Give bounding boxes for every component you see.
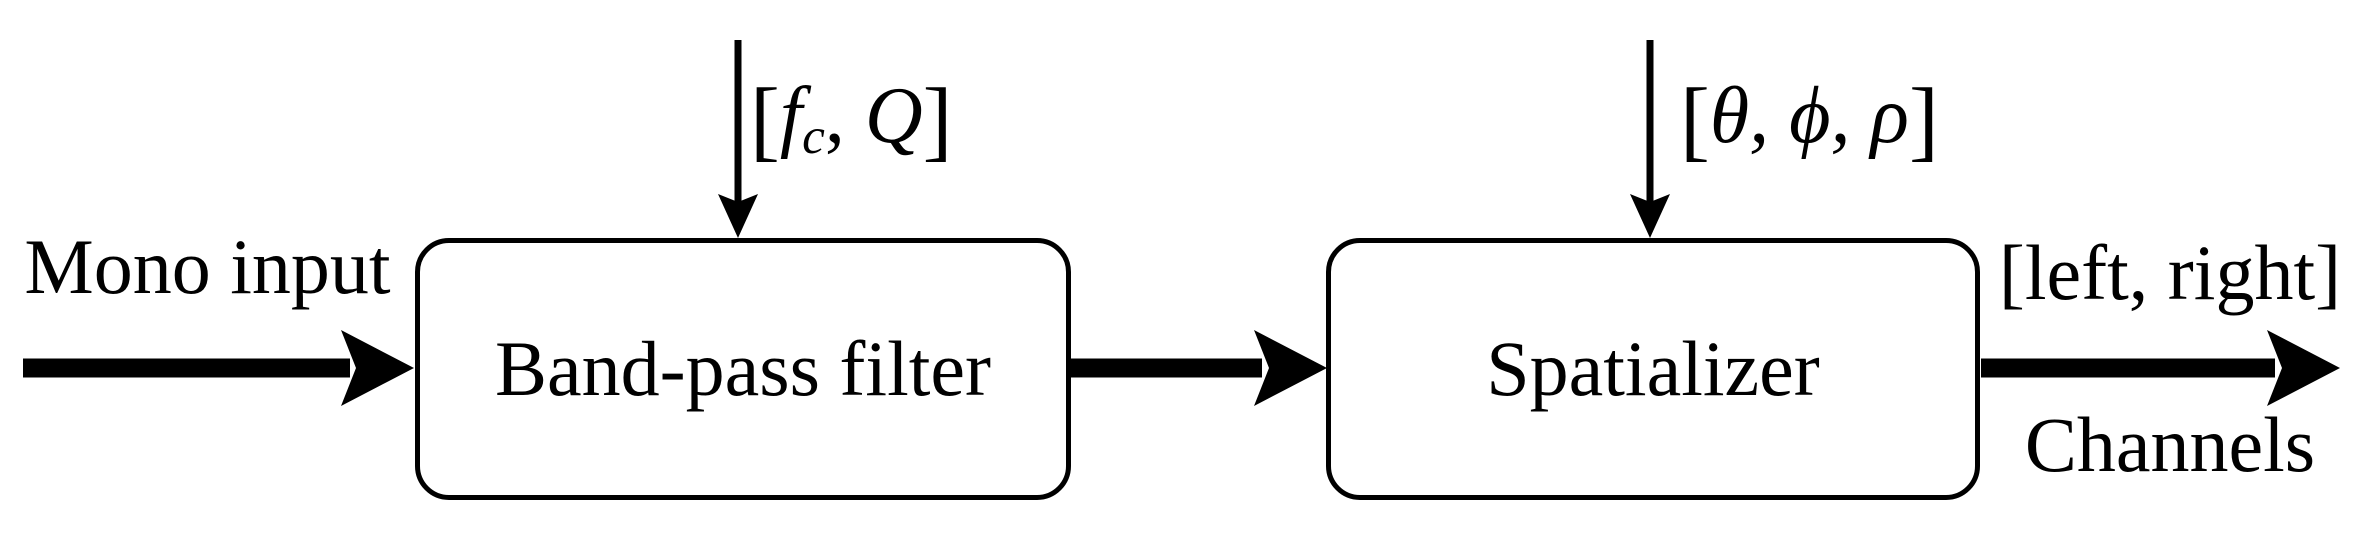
fcq-param-arrow	[718, 40, 758, 238]
bandpass-filter-label: Band-pass filter	[494, 325, 992, 412]
open-bracket: [	[1680, 71, 1710, 171]
block-bandpass-filter: Band-pass filter	[415, 238, 1071, 500]
open-bracket: [	[750, 71, 780, 171]
greek-vars: θ, ϕ, ρ	[1709, 72, 1909, 160]
theta-phi-rho-param-arrow	[1630, 40, 1670, 238]
var-f: f	[779, 72, 803, 160]
mono-input-label: Mono input	[24, 223, 391, 310]
spatializer-label: Spatializer	[1486, 325, 1820, 412]
channels-output-label: Channels	[2024, 401, 2316, 488]
subscript-c: c	[802, 108, 825, 166]
var-q: Q	[864, 72, 923, 160]
theta-phi-rho-param-label: [θ, ϕ, ρ]	[1680, 71, 1939, 171]
close-bracket: ]	[1908, 71, 1939, 171]
left-right-output-label: [left, right]	[1998, 229, 2342, 316]
separator: ,	[824, 72, 865, 160]
mono-input-arrow	[23, 330, 414, 406]
output-channels-arrow	[1981, 330, 2340, 406]
fcq-param-label: [fc, Q]	[750, 71, 953, 171]
block-spatializer: Spatializer	[1326, 238, 1980, 500]
bandpass-to-spatializer-arrow	[1071, 330, 1327, 406]
close-bracket: ]	[922, 71, 953, 171]
